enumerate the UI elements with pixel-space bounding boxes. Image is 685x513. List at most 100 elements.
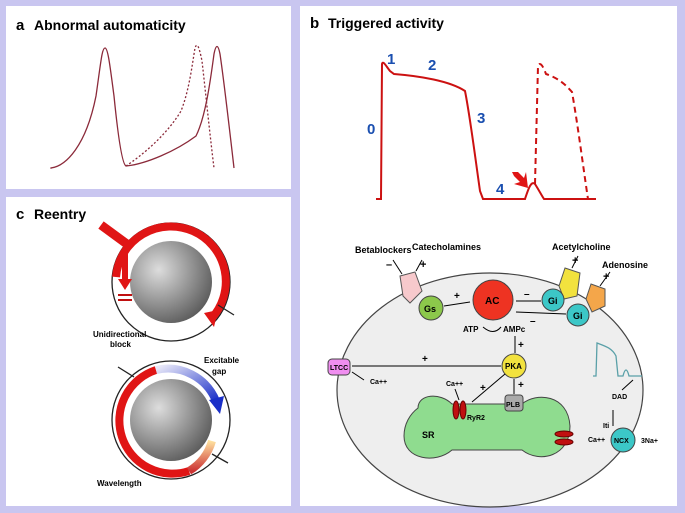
ryr2-label: RyR2 [467, 415, 485, 422]
exit-path-bottom [211, 453, 229, 464]
panel-b-letter: b [310, 15, 319, 32]
catecholamines-label: Catecholamines [412, 242, 481, 252]
refractory-tail-arc [186, 439, 216, 475]
dad-label: DAD [612, 394, 627, 401]
ryr2-part-1 [452, 400, 460, 420]
phase-2-label: 2 [428, 57, 436, 74]
acetylcholine-arrow [571, 255, 579, 269]
panel-a-title: Abnormal automaticity [34, 17, 186, 33]
adenosine-receptor [585, 283, 606, 313]
sr-label: SR [422, 430, 435, 440]
panel-triggered-activity: b Triggered activity 0 1 2 3 4 Betablock… [300, 6, 677, 508]
pka-ryr2-sign: + [480, 383, 486, 394]
gs-protein [418, 295, 444, 321]
gs-ac-sign: + [454, 291, 460, 302]
excitable-gap-arc [155, 364, 220, 403]
ncx-label: NCX [614, 438, 629, 445]
unidirectional-label-1: Unidirectional [93, 330, 146, 339]
panel-c-drawing: c Reentry Unidirectional block Excitable… [16, 206, 240, 488]
gi-label-1: Gi [548, 296, 558, 306]
gi-protein-2 [566, 303, 590, 327]
acetylcholine-label: Acetylcholine [552, 242, 611, 252]
panel-abnormal-automaticity: a Abnormal automaticity [6, 6, 291, 189]
dad-inset-trace [593, 342, 642, 377]
reentry-wave-arrowhead-top [204, 310, 218, 327]
iti-label: Iti [603, 423, 609, 430]
automaticity-trace [50, 45, 235, 169]
adenylyl-cyclase [472, 279, 514, 321]
panel-c-title: Reentry [34, 206, 86, 222]
ryr2-ca-arrow [454, 388, 460, 401]
accelerated-trace-dotted [125, 44, 215, 169]
sr-ca-channel-2 [554, 438, 574, 446]
phase-3-label: 3 [477, 110, 485, 127]
panel-c-letter: c [16, 206, 24, 223]
panel-b-title: Triggered activity [328, 15, 444, 31]
acetylcholine-sign: + [572, 255, 578, 267]
panel-b-drawing: b Triggered activity 0 1 2 3 4 Betablock… [310, 15, 658, 508]
reentry-core-bottom [130, 379, 212, 461]
panel-a-letter: a [16, 17, 25, 34]
ryr2-ca-label: Ca++ [446, 381, 463, 388]
ncx-ca-label: Ca++ [588, 437, 605, 444]
exit-path-top [217, 304, 235, 316]
phase-4-label: 4 [496, 181, 505, 198]
ampc-label: AMPc [503, 325, 526, 334]
pka-ltcc-sign: + [422, 354, 428, 365]
sr-ca-channel-1 [554, 430, 574, 438]
ltcc-label: LTCC [330, 365, 348, 372]
gi-label-2: Gi [573, 311, 583, 321]
ltcc-channel [327, 358, 351, 376]
ltcc-ca-arrow [351, 371, 365, 381]
beta-receptor [399, 271, 423, 304]
betablockers-label: Betablockers [355, 245, 412, 255]
trace-start-dot [50, 167, 52, 169]
catecholamine-sign: + [420, 259, 426, 271]
phase-0-label: 0 [367, 121, 375, 138]
pka-to-ryr2-arrow [471, 373, 506, 403]
ryr2-part-2 [459, 400, 467, 420]
ac-label: AC [485, 296, 499, 307]
ncx-exchanger [610, 427, 636, 453]
excitable-gap-arrowhead [209, 396, 224, 414]
unidirectional-label-2: block [110, 340, 131, 349]
dad-pointer-arrow [512, 172, 528, 188]
pka-label: PKA [505, 362, 522, 371]
pka [501, 353, 527, 379]
phospholamban [504, 394, 524, 412]
gi-ac-sign: – [524, 289, 530, 300]
gs-to-ac-arrow [443, 301, 471, 307]
entry-path-bottom [117, 366, 135, 378]
panel-reentry: c Reentry Unidirectional block Excitable… [6, 197, 291, 506]
acetylcholine-receptor [558, 267, 581, 300]
betablocker-sign: – [386, 259, 392, 271]
atp-label: ATP [463, 325, 479, 334]
triggered-ap-dashed [534, 63, 589, 200]
ampc-pka-sign: + [518, 340, 524, 351]
reentry-core-top [130, 241, 212, 323]
action-potential-trace [376, 61, 596, 200]
adenosine-arrow [599, 271, 611, 287]
wavelength-label: Wavelength [97, 479, 142, 488]
entry-impulse-arrow [98, 221, 134, 251]
wavelength-arc [115, 366, 191, 478]
panel-a-drawing: a Abnormal automaticity [16, 17, 235, 169]
adenosine-label: Adenosine [602, 260, 648, 270]
entry-impulse-arrowhead [118, 279, 132, 290]
atp-conversion-arrow [482, 326, 502, 332]
na-label: 3Na+ [641, 438, 658, 445]
pka-plb-sign: + [518, 380, 524, 391]
gi-protein-1 [541, 288, 565, 312]
betablocker-arrow [392, 259, 403, 275]
ltcc-ca-label: Ca++ [370, 379, 387, 386]
plb-label: PLB [506, 402, 520, 409]
sarcoplasmic-reticulum [403, 395, 571, 459]
gi2-ac-sign: – [530, 316, 536, 327]
phase-1-label: 1 [387, 51, 395, 68]
catecholamine-arrow [415, 259, 423, 272]
excitable-label-2: gap [212, 367, 226, 376]
excitable-label-1: Excitable [204, 356, 240, 365]
dad-arrow [621, 379, 634, 391]
gi2-to-ac-arrow [515, 311, 567, 315]
gs-label: Gs [424, 304, 436, 314]
